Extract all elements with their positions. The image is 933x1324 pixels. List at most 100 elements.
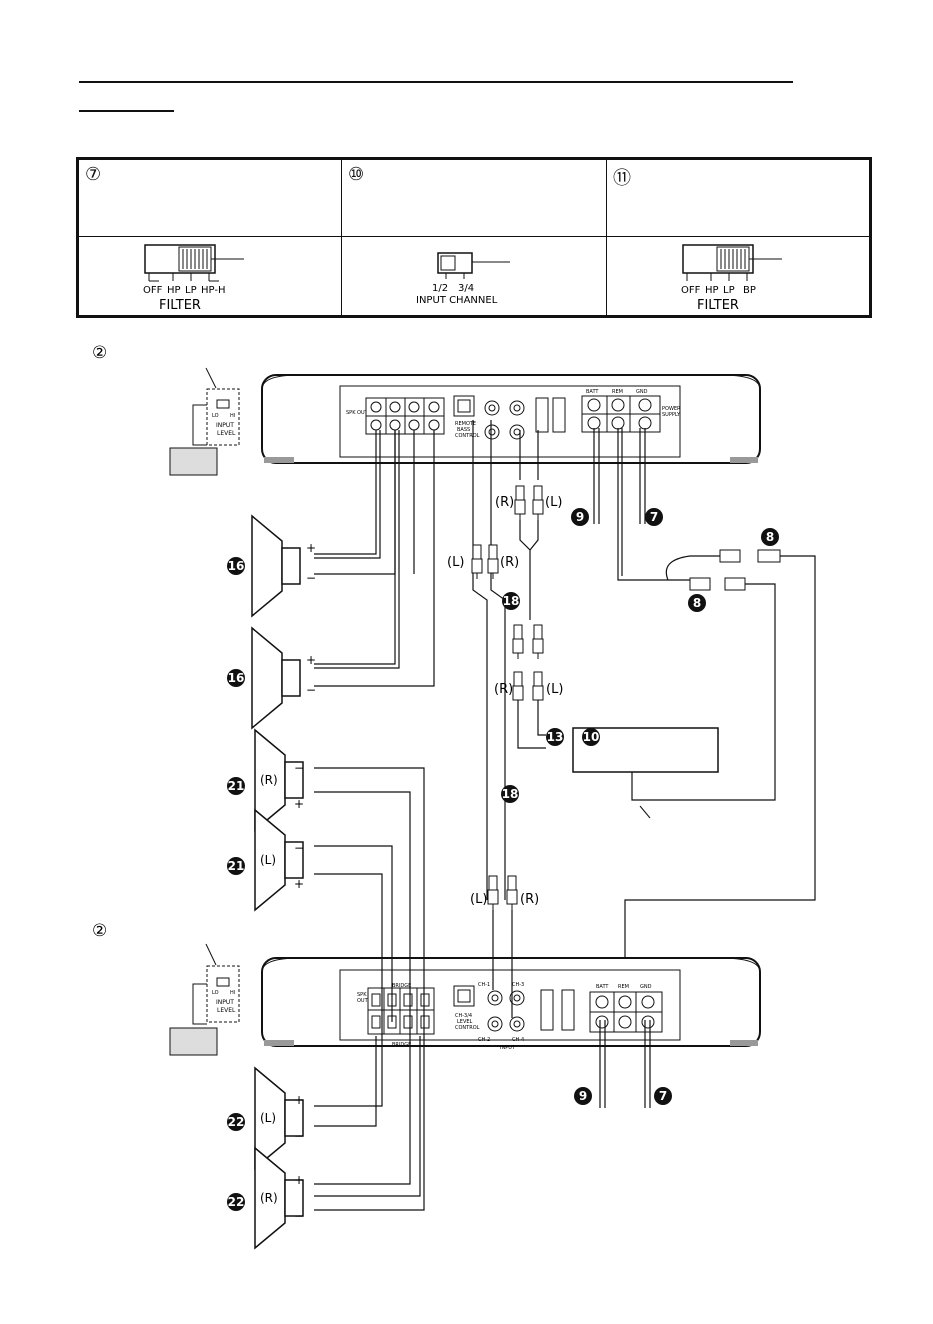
- remote-label: LEVEL: [457, 1019, 473, 1025]
- plus-sign: +: [294, 1173, 304, 1187]
- option-number: ⑦: [85, 164, 102, 184]
- gnd-label: GND: [636, 389, 648, 395]
- minus-sign: −: [306, 683, 316, 697]
- rem-label: REM: [618, 984, 629, 990]
- fuse-holder: [757, 549, 781, 563]
- rem-label: REM: [612, 389, 623, 395]
- filter-label-off: OFF: [143, 285, 163, 296]
- callout-8: 8: [693, 596, 701, 610]
- callout-16: 16: [228, 671, 245, 685]
- callout-13: 13: [547, 730, 564, 744]
- callout-22: 22: [228, 1195, 245, 1209]
- callout-22: 22: [228, 1115, 245, 1129]
- amp2-marker: ②: [92, 921, 107, 941]
- amp1-power-wires: [593, 428, 816, 1020]
- channel-label-r: (R): [494, 682, 513, 697]
- spk-out-label: SPK OUT: [346, 410, 369, 416]
- callout-21: 21: [228, 779, 245, 793]
- option-7-header: ⑦: [79, 160, 341, 236]
- remote-label: BASS: [457, 427, 470, 433]
- option-number: ⑪: [613, 168, 631, 188]
- callout-16: 16: [228, 559, 245, 573]
- level-label: LEVEL: [217, 1007, 236, 1014]
- remote-label: REMOTE: [455, 421, 476, 427]
- filter-label-hp: HP: [705, 285, 719, 296]
- channel-label-l: (L): [470, 892, 487, 907]
- channel-label-l: (L): [447, 555, 464, 570]
- switch-caption: INPUT CHANNEL: [416, 295, 498, 306]
- settings-table: ⑦ ⑩ ⑪ OFF HP LP HP-H FILTER: [76, 157, 872, 318]
- plus-sign: +: [306, 541, 316, 555]
- amp1-marker: ②: [92, 343, 107, 363]
- option-10-header: ⑩: [342, 160, 606, 236]
- bridge-label: BRIDGE: [392, 1042, 411, 1048]
- ch-label: CH-4: [512, 1037, 524, 1043]
- amp1-input-level-box: LO HI INPUT LEVEL: [169, 367, 240, 476]
- callout-8: 8: [766, 530, 774, 544]
- input-label: INPUT: [500, 1045, 516, 1051]
- bridge-label: BRIDGE: [392, 983, 411, 989]
- remote-label: CONTROL: [455, 1025, 480, 1031]
- minus-sign: −: [294, 1209, 304, 1223]
- channel-label-r: (R): [500, 555, 519, 570]
- input-label: INPUT: [216, 422, 234, 429]
- ch-label: CH-3: [512, 982, 524, 988]
- filter-caption: FILTER: [159, 298, 201, 313]
- filter-label-hp: HP: [167, 285, 181, 296]
- minus-sign: −: [294, 1129, 304, 1143]
- hi-label: HI: [230, 990, 235, 996]
- channel-label-r: (R): [520, 892, 539, 907]
- callout-7: 7: [659, 1089, 667, 1103]
- filter-caption: FILTER: [697, 298, 739, 313]
- callouts: 9 7 8 8 18 13 10 18 16 16 21 21 22 22 9 …: [227, 508, 779, 1211]
- amp2-rca-wires: [492, 910, 513, 1018]
- channel-label-l: (L): [545, 495, 562, 510]
- filter-label-lp: LP: [723, 285, 735, 296]
- callout-18: 18: [502, 787, 519, 801]
- remote-label: CONTROL: [455, 433, 480, 439]
- amp1-speaker-wires: [314, 430, 435, 687]
- speaker-r-label: (R): [260, 773, 278, 787]
- remote-label: CH-3/4: [455, 1013, 472, 1019]
- filter-switch-7: OFF HP LP HP-H FILTER: [143, 244, 244, 313]
- input-label: INPUT: [216, 999, 234, 1006]
- fuse-holder: [689, 577, 711, 591]
- callout-21: 21: [228, 859, 245, 873]
- lo-label: LO: [212, 990, 219, 996]
- filter-label-off: OFF: [681, 285, 701, 296]
- amplifier-1: SPK OUT REMOTE BASS CONTROL BATT REM GND: [261, 374, 761, 464]
- channel-label-l: (L): [546, 682, 563, 697]
- header-rule-long: [79, 81, 793, 83]
- fuse-holder: [724, 577, 746, 591]
- filter-label-hph: HP-H: [201, 285, 225, 296]
- callout-9: 9: [579, 1089, 587, 1103]
- filter-switch-11: OFF HP LP BP FILTER: [681, 244, 782, 313]
- switch-label-12: 1/2: [432, 283, 448, 294]
- lo-label: LO: [212, 413, 219, 419]
- input-channel-switch: 1/2 3/4 INPUT CHANNEL: [416, 252, 510, 306]
- supply-label: SUPPLY: [662, 412, 681, 418]
- callout-9: 9: [576, 510, 584, 524]
- switch-label-34: 3/4: [458, 283, 474, 294]
- plus-sign: +: [306, 653, 316, 667]
- option-number: ⑩: [348, 164, 365, 184]
- minus-sign: −: [306, 571, 316, 585]
- plus-sign: +: [294, 1093, 304, 1107]
- speaker-l-label: (L): [260, 1111, 276, 1125]
- spk-label: SPK: [357, 992, 367, 998]
- wiring-diagram: ② LO HI INPUT LEVEL SPK OUT: [92, 343, 816, 1249]
- speaker-r-label: (R): [260, 1191, 278, 1205]
- callout-10: 10: [583, 730, 600, 744]
- callout-18: 18: [503, 594, 520, 608]
- gnd-label: GND: [640, 984, 652, 990]
- header-rule-short: [79, 110, 174, 112]
- leader-line: [639, 805, 651, 819]
- channel-label-r: (R): [495, 495, 514, 510]
- batt-label: BATT: [596, 984, 609, 990]
- ch-label: CH-1: [478, 982, 490, 988]
- amp2-speaker-wires: [314, 767, 425, 1211]
- power-label: POWER: [662, 406, 681, 412]
- amp2-power-wires: [599, 1020, 651, 1108]
- amp2-input-level-box: LO HI INPUT LEVEL: [169, 943, 240, 1056]
- speaker-l-label: (L): [260, 853, 276, 867]
